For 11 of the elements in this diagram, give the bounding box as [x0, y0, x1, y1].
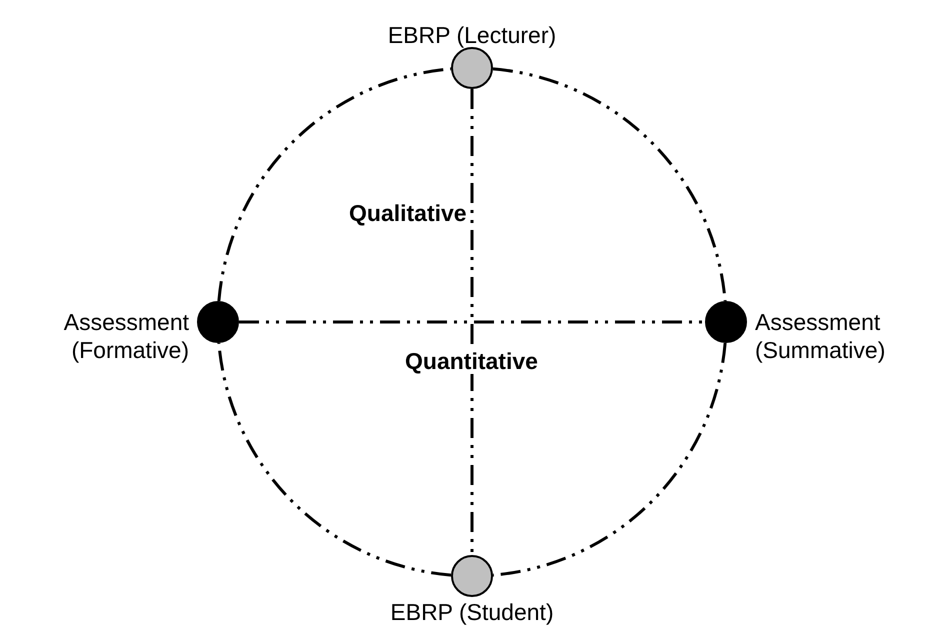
connector-line — [217, 67, 452, 302]
node-label: EBRP (Lecturer) — [386, 21, 558, 49]
connector-line — [470, 89, 474, 555]
connector-line — [492, 67, 727, 302]
connector-line — [492, 342, 727, 577]
quadrant-label: Quantitative — [403, 348, 540, 374]
node-label: EBRP (Student) — [389, 598, 555, 626]
connector-line — [239, 320, 705, 324]
connector-line — [217, 342, 452, 577]
node-label: Assessment (Formative) — [62, 308, 189, 364]
node-label: Assessment (Summative) — [755, 308, 886, 364]
